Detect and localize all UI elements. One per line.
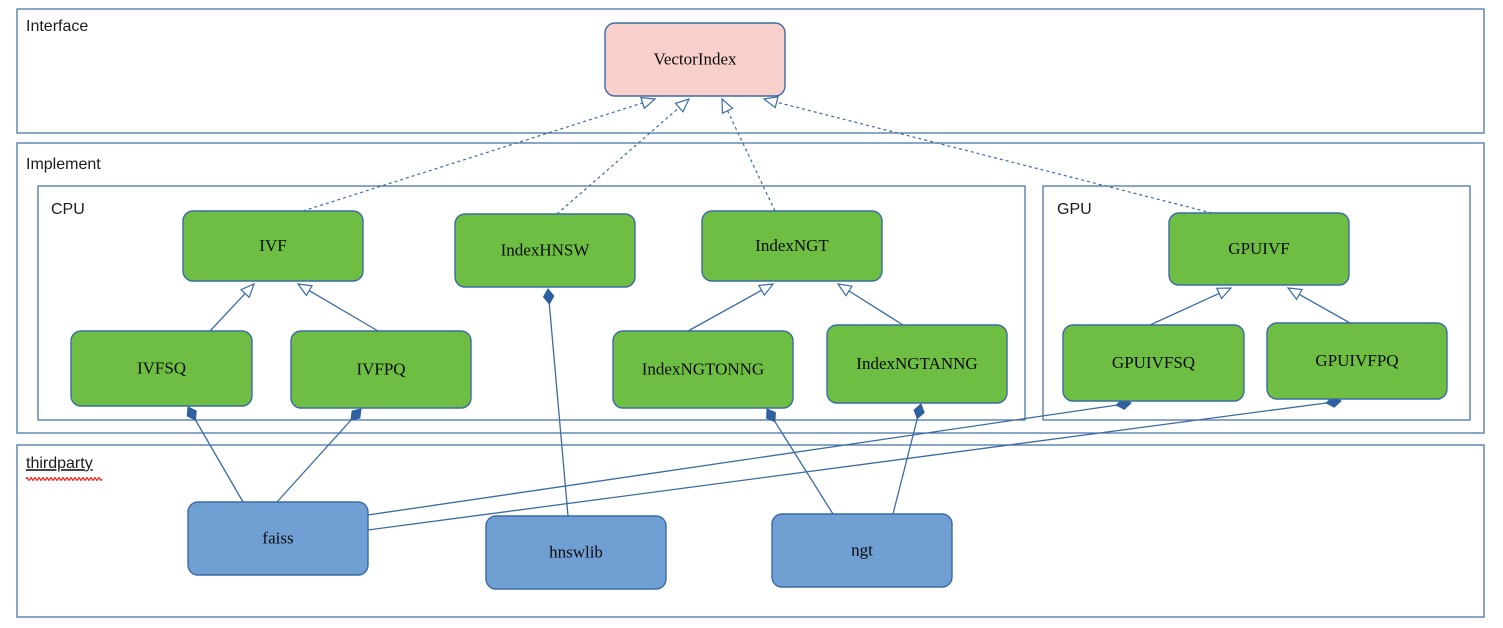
node-ivfpq[interactable]: IVFPQ — [290, 330, 472, 409]
node-label-vectorindex: VectorIndex — [653, 49, 737, 68]
edge-line-faiss-ivfpq — [276, 418, 353, 503]
edge-ngt-indexngtonng — [766, 408, 834, 515]
hollow-triangle-arrowhead — [640, 96, 657, 110]
node-ngt[interactable]: ngt — [771, 513, 953, 588]
hollow-triangle-arrowhead — [1215, 287, 1233, 300]
node-label-ngt: ngt — [851, 540, 873, 559]
node-gpuivfpq[interactable]: GPUIVFPQ — [1266, 322, 1448, 400]
node-rect-ngt[interactable] — [771, 513, 953, 588]
node-indexhnsw[interactable]: IndexHNSW — [454, 213, 636, 288]
node-indexngtonng[interactable]: IndexNGTONNG — [612, 330, 794, 409]
node-rect-ivfpq[interactable] — [290, 330, 472, 409]
hollow-triangle-arrowhead — [1286, 287, 1304, 301]
node-label-ivfsq: IVFSQ — [137, 358, 186, 377]
edge-gpuivfpq-gpuivf — [1286, 287, 1351, 324]
edge-line-indexngtonng-indexngt — [687, 288, 764, 332]
container-label-cpu: CPU — [51, 201, 85, 218]
node-rect-indexngtonng[interactable] — [612, 330, 794, 409]
node-rect-indexhnsw[interactable] — [454, 213, 636, 288]
node-label-indexngt: IndexNGT — [755, 236, 829, 255]
edge-line-gpuivfsq-gpuivf — [1149, 291, 1222, 326]
node-rect-ivfsq[interactable] — [70, 330, 253, 407]
container-label-thirdparty: thirdparty — [26, 455, 93, 472]
edge-ivfpq-ivf — [296, 283, 379, 332]
hollow-triangle-arrowhead — [721, 97, 734, 115]
edge-ivfsq-ivf — [209, 282, 256, 332]
node-rect-gpuivfsq[interactable] — [1062, 324, 1245, 402]
node-gpuivfsq[interactable]: GPUIVFSQ — [1062, 324, 1245, 402]
edge-line-ivfsq-ivf — [209, 291, 247, 332]
node-rect-faiss[interactable] — [187, 501, 369, 576]
edge-line-hnswlib-indexhnsw — [548, 301, 569, 517]
filled-diamond-arrowhead — [542, 288, 555, 305]
node-faiss[interactable]: faiss — [187, 501, 369, 576]
filled-diamond-arrowhead — [186, 406, 197, 421]
node-label-faiss: faiss — [262, 528, 293, 547]
node-hnswlib[interactable]: hnswlib — [485, 515, 667, 590]
edge-indexngtonng-indexngt — [687, 283, 775, 332]
node-label-hnswlib: hnswlib — [549, 542, 603, 561]
node-label-indexngtanng: IndexNGTANNG — [856, 354, 977, 373]
container-label-gpu: GPU — [1057, 201, 1092, 218]
edge-layer — [186, 96, 1351, 531]
node-rect-indexngt[interactable] — [701, 210, 883, 282]
edge-indexngt-vectorindex — [721, 97, 776, 212]
hollow-triangle-arrowhead — [239, 282, 256, 299]
hollow-triangle-arrowhead — [762, 96, 779, 109]
hollow-triangle-arrowhead — [674, 98, 691, 113]
filled-diamond-arrowhead — [766, 408, 776, 423]
node-ivfsq[interactable]: IVFSQ — [70, 330, 253, 407]
edge-ngt-indexngtanng — [892, 403, 925, 515]
edge-gpuivf-vectorindex — [762, 96, 1213, 214]
edge-ivf-vectorindex — [302, 96, 657, 212]
node-label-gpuivf: GPUIVF — [1228, 239, 1289, 258]
edge-line-ngt-indexngtanng — [892, 416, 919, 515]
edge-faiss-ivfpq — [276, 408, 362, 503]
node-label-ivfpq: IVFPQ — [356, 359, 405, 378]
edge-line-gpuivfpq-gpuivf — [1297, 292, 1351, 324]
filled-diamond-arrowhead — [913, 403, 925, 420]
edge-indexhnsw-vectorindex — [556, 98, 691, 215]
edge-line-indexngtanng-indexngt — [846, 289, 904, 326]
edge-indexngtanng-indexngt — [836, 283, 904, 326]
edge-line-indexngt-vectorindex — [726, 108, 776, 212]
node-rect-gpuivf[interactable] — [1168, 212, 1350, 286]
container-label-interface: Interface — [26, 18, 88, 35]
edge-line-faiss-gpuivfpq — [367, 402, 1329, 531]
edge-gpuivfsq-gpuivf — [1149, 287, 1233, 326]
node-vectorindex[interactable]: VectorIndex — [604, 22, 786, 97]
edge-faiss-ivfsq — [186, 406, 244, 503]
node-label-gpuivfpq: GPUIVFPQ — [1315, 351, 1398, 370]
node-label-indexngtonng: IndexNGTONNG — [642, 359, 764, 378]
container-label-implement: Implement — [26, 156, 101, 173]
node-gpuivf[interactable]: GPUIVF — [1168, 212, 1350, 286]
hollow-triangle-arrowhead — [296, 283, 314, 297]
edge-line-ivfpq-ivf — [307, 289, 379, 332]
edge-line-ngt-indexngtonng — [773, 419, 834, 515]
node-label-gpuivfsq: GPUIVFSQ — [1112, 353, 1195, 372]
node-rect-hnswlib[interactable] — [485, 515, 667, 590]
node-ivf[interactable]: IVF — [182, 210, 364, 282]
node-indexngtanng[interactable]: IndexNGTANNG — [826, 324, 1008, 404]
edge-hnswlib-indexhnsw — [542, 288, 569, 517]
node-indexngt[interactable]: IndexNGT — [701, 210, 883, 282]
filled-diamond-arrowhead — [350, 408, 362, 421]
hollow-triangle-arrowhead — [836, 283, 853, 297]
hollow-triangle-arrowhead — [757, 283, 775, 297]
edge-line-faiss-ivfsq — [193, 417, 244, 503]
spellcheck-squiggle-thirdparty — [25, 477, 103, 481]
node-rect-indexngtanng[interactable] — [826, 324, 1008, 404]
node-label-ivf: IVF — [259, 236, 286, 255]
node-rect-vectorindex[interactable] — [604, 22, 786, 97]
node-rect-gpuivfpq[interactable] — [1266, 322, 1448, 400]
node-rect-ivf[interactable] — [182, 210, 364, 282]
edge-line-faiss-gpuivfsq — [367, 404, 1119, 516]
node-label-indexhnsw: IndexHNSW — [501, 240, 591, 259]
